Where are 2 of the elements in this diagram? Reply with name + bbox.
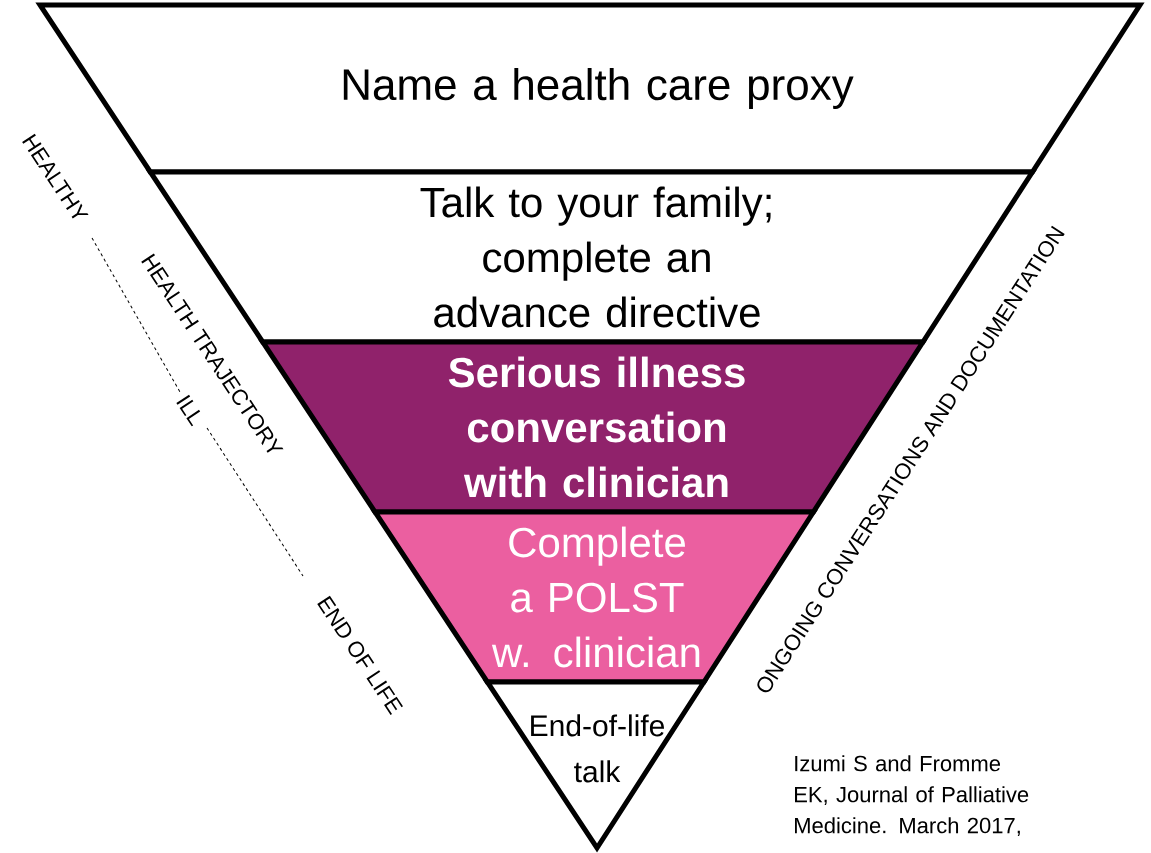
- citation: Izumi S and Fromme EK, Journal of Palliative Medicine. March 2017,: [795, 755, 1029, 836]
- node-label: End-of-life talk: [531, 714, 665, 783]
